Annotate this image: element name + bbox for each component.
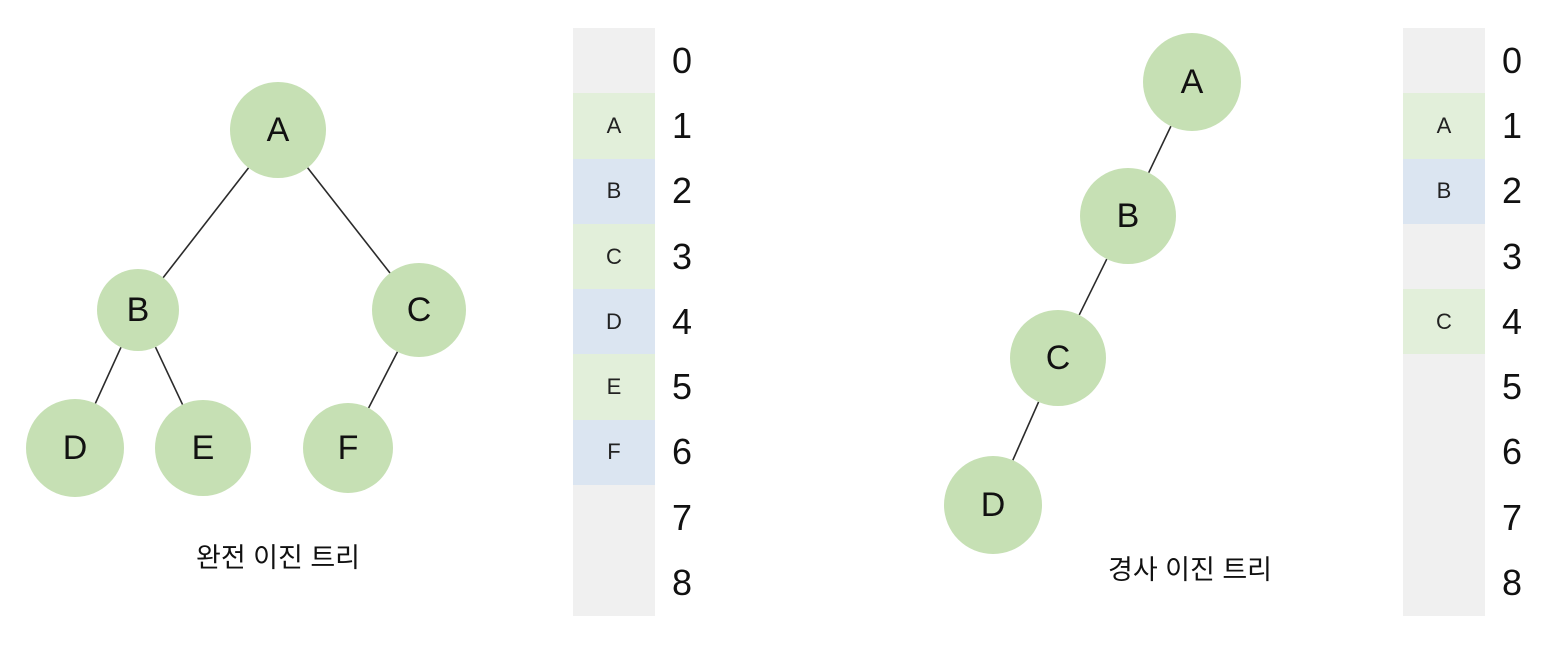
complete-tree-array-indices: 0 1 2 3 4 5 6 7 8 — [672, 28, 732, 616]
array-cell-3[interactable] — [1403, 223, 1485, 290]
tree-node-e[interactable]: E — [155, 400, 251, 496]
tree-node-label: C — [406, 291, 432, 329]
array-index-6: 6 — [1502, 431, 1523, 473]
tree-node-d[interactable]: D — [944, 456, 1042, 554]
array-index-5: 5 — [672, 366, 693, 408]
tree-edge-a-b — [1147, 125, 1172, 174]
array-index-2: 2 — [1502, 170, 1523, 212]
tree-edge-c-f — [367, 351, 399, 409]
tree-node-label: E — [191, 429, 215, 467]
array-index-1: 1 — [672, 104, 693, 146]
tree-edge-b-d — [94, 346, 122, 404]
array-index-5: 5 — [1502, 366, 1523, 408]
complete-binary-tree-panel: A B C D E F 완전 이진 트리 — [0, 0, 560, 660]
array-cell-6[interactable]: F — [573, 419, 655, 486]
array-index-8: 8 — [1502, 562, 1523, 604]
skewed-tree-array-indices: 0 1 2 3 4 5 6 7 8 — [1502, 28, 1550, 616]
tree-edge-a-b — [162, 167, 250, 279]
array-index-4: 4 — [672, 300, 693, 342]
tree-node-c[interactable]: C — [372, 263, 466, 357]
array-index-4: 4 — [1502, 300, 1523, 342]
complete-tree-caption: 완전 이진 트리 — [195, 543, 361, 573]
tree-node-c[interactable]: C — [1010, 310, 1106, 406]
tree-node-f[interactable]: F — [303, 403, 393, 493]
array-index-3: 3 — [672, 235, 693, 277]
tree-edge-a-c — [306, 167, 391, 274]
array-index-7: 7 — [672, 496, 693, 538]
array-cell-2[interactable]: B — [1403, 158, 1485, 224]
tree-node-label: A — [1180, 63, 1204, 101]
tree-node-label: A — [266, 111, 290, 149]
tree-node-label: D — [62, 429, 88, 467]
tree-node-b[interactable]: B — [97, 269, 179, 351]
array-index-8: 8 — [672, 562, 693, 604]
array-index-3: 3 — [1502, 235, 1523, 277]
tree-node-label: D — [980, 486, 1006, 524]
tree-node-label: B — [126, 291, 150, 329]
array-cell-0[interactable] — [1403, 28, 1485, 94]
array-cell-6[interactable] — [1403, 419, 1485, 486]
array-cell-1[interactable]: A — [1403, 93, 1485, 159]
array-cell-0[interactable] — [573, 28, 655, 94]
array-cell-7[interactable] — [1403, 485, 1485, 551]
tree-node-b[interactable]: B — [1080, 168, 1176, 264]
array-index-2: 2 — [672, 170, 693, 212]
array-cell-5[interactable]: E — [573, 354, 655, 420]
skewed-binary-tree-panel: A B C D 경사 이진 트리 — [900, 0, 1380, 660]
array-cell-4[interactable]: D — [573, 289, 655, 355]
array-index-7: 7 — [1502, 496, 1523, 538]
tree-edge-b-e — [154, 346, 184, 405]
array-cell-1[interactable]: A — [573, 93, 655, 159]
tree-node-a[interactable]: A — [1143, 33, 1241, 131]
tree-edge-b-c — [1078, 258, 1108, 316]
array-index-6: 6 — [672, 431, 693, 473]
tree-node-d[interactable]: D — [26, 399, 124, 497]
tree-node-a[interactable]: A — [230, 82, 326, 178]
array-cell-5[interactable] — [1403, 354, 1485, 420]
tree-node-label: B — [1116, 197, 1140, 235]
array-cell-4[interactable]: C — [1403, 289, 1485, 355]
array-cell-2[interactable]: B — [573, 158, 655, 224]
tree-edge-c-d — [1012, 401, 1040, 461]
array-index-1: 1 — [1502, 104, 1523, 146]
tree-node-label: F — [337, 429, 359, 467]
array-index-0: 0 — [1502, 39, 1523, 81]
array-cell-3[interactable]: C — [573, 223, 655, 290]
tree-node-label: C — [1045, 339, 1071, 377]
array-cell-8[interactable] — [573, 550, 655, 616]
skewed-tree-caption: 경사 이진 트리 — [1107, 555, 1273, 585]
array-cell-7[interactable] — [573, 485, 655, 551]
array-index-0: 0 — [672, 39, 693, 81]
array-cell-8[interactable] — [1403, 550, 1485, 616]
